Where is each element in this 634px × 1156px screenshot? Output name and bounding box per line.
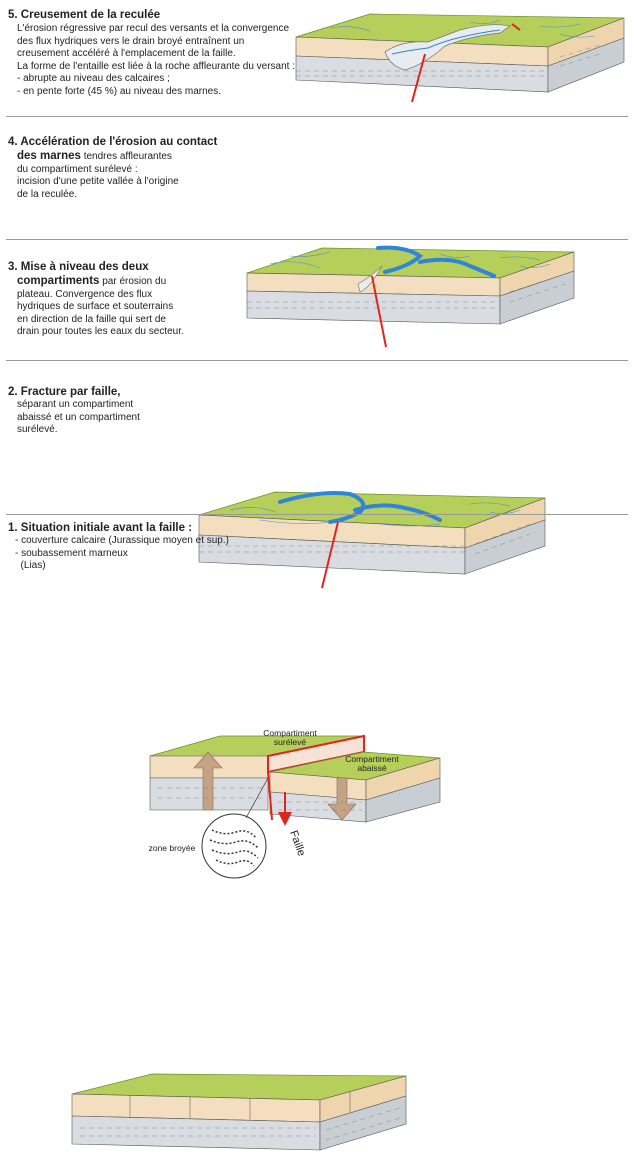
step-3-line-2: hydriques de surface et souterrains bbox=[17, 301, 174, 312]
step-1-line-3: (Lias) bbox=[15, 560, 46, 571]
step-3-text: 3. Mise à niveau des deux compartiments … bbox=[8, 260, 248, 339]
separator-1 bbox=[6, 116, 628, 117]
step-5-line-4: La forme de l'entaille est liée à la roc… bbox=[17, 60, 296, 72]
step-5-line-5: - abrupte au niveau des calcaires ; bbox=[17, 73, 170, 84]
step-2-line-1: séparant un compartiment bbox=[17, 399, 134, 410]
step-2-block-diagram: Compartiment surélevé Compartiment abais… bbox=[149, 728, 441, 879]
step-3-title-bold: compartiments bbox=[17, 275, 100, 287]
label-raised-2: surélevé bbox=[274, 737, 306, 747]
step-4-text: 4. Accélération de l'érosion au contact … bbox=[8, 135, 248, 201]
step-1-line-1: - couverture calcaire (Jurassique moyen … bbox=[15, 535, 229, 546]
label-fault: Faille bbox=[287, 829, 307, 858]
separator-4 bbox=[6, 514, 628, 515]
step-2-line-3: surélevé. bbox=[17, 424, 58, 435]
step-4-line-2: incision d'une petite vallée à l'origine bbox=[17, 176, 179, 187]
step-4-title-rest: tendres affleurantes bbox=[80, 151, 172, 162]
step-1-text: 1. Situation initiale avant la faille : … bbox=[8, 521, 248, 573]
step-1-title: 1. Situation initiale avant la faille : bbox=[8, 522, 193, 534]
label-lowered-2: abaissé bbox=[357, 763, 387, 773]
step-4-line-1: du compartiment surélevé : bbox=[17, 163, 138, 175]
step-2-title: 2. Fracture par faille, bbox=[8, 386, 121, 398]
step-4: 4. Accélération de l'érosion au contact … bbox=[0, 118, 634, 348]
step-5-title: 5. Creusement de la reculée bbox=[8, 9, 161, 21]
step-5-line-1: L'érosion régressive par recul des versa… bbox=[17, 23, 290, 34]
step-1-block-diagram bbox=[71, 1073, 407, 1151]
step-4-block-diagram bbox=[246, 245, 575, 348]
step-3-line-4: drain pour toutes les eaux du secteur. bbox=[17, 326, 184, 337]
step-5-line-3: creusement accéléré à l'emplacement de l… bbox=[17, 48, 236, 59]
step-3-title-line-2: compartiments par érosion du bbox=[8, 274, 248, 289]
separator-2 bbox=[6, 239, 628, 240]
step-5-block-diagram bbox=[295, 13, 625, 103]
step-1: 1. Situation initiale avant la faille : … bbox=[0, 515, 634, 1151]
step-4-title-line-2: des marnes tendres affleurantes bbox=[8, 149, 248, 164]
separator-3 bbox=[6, 360, 628, 361]
step-1-line-2: - soubassement marneux bbox=[15, 547, 128, 559]
step-3-line-1: plateau. Convergence des flux bbox=[17, 288, 153, 300]
step-5: 5. Creusement de la reculée L'érosion ré… bbox=[0, 0, 634, 118]
step-2-text: 2. Fracture par faille, séparant un comp… bbox=[8, 385, 248, 437]
step-3-line-3: en direction de la faille qui sert de bbox=[17, 313, 166, 325]
step-4-title: 4. Accélération de l'érosion au contact bbox=[8, 136, 218, 148]
step-2-line-2: abaissé et un compartiment bbox=[17, 411, 140, 423]
step-3: 3. Mise à niveau des deux compartiments … bbox=[0, 240, 634, 589]
step-4-line-3: de la reculée. bbox=[17, 188, 78, 200]
label-crushed-zone: zone broyée bbox=[149, 843, 196, 853]
step-5-line-6: - en pente forte (45 %) au niveau des ma… bbox=[17, 85, 222, 97]
step-5-text: 5. Creusement de la reculée L'érosion ré… bbox=[8, 8, 296, 98]
step-3-title: 3. Mise à niveau des deux bbox=[8, 261, 149, 273]
step-3-block-diagram bbox=[198, 491, 546, 589]
step-2: 2. Fracture par faille, séparant un comp… bbox=[0, 361, 634, 879]
step-5-line-2: des flux hydriques vers le drain broyé e… bbox=[17, 35, 245, 47]
step-4-title-bold: des marnes bbox=[17, 150, 81, 162]
step-3-title-rest: par érosion du bbox=[99, 276, 167, 287]
